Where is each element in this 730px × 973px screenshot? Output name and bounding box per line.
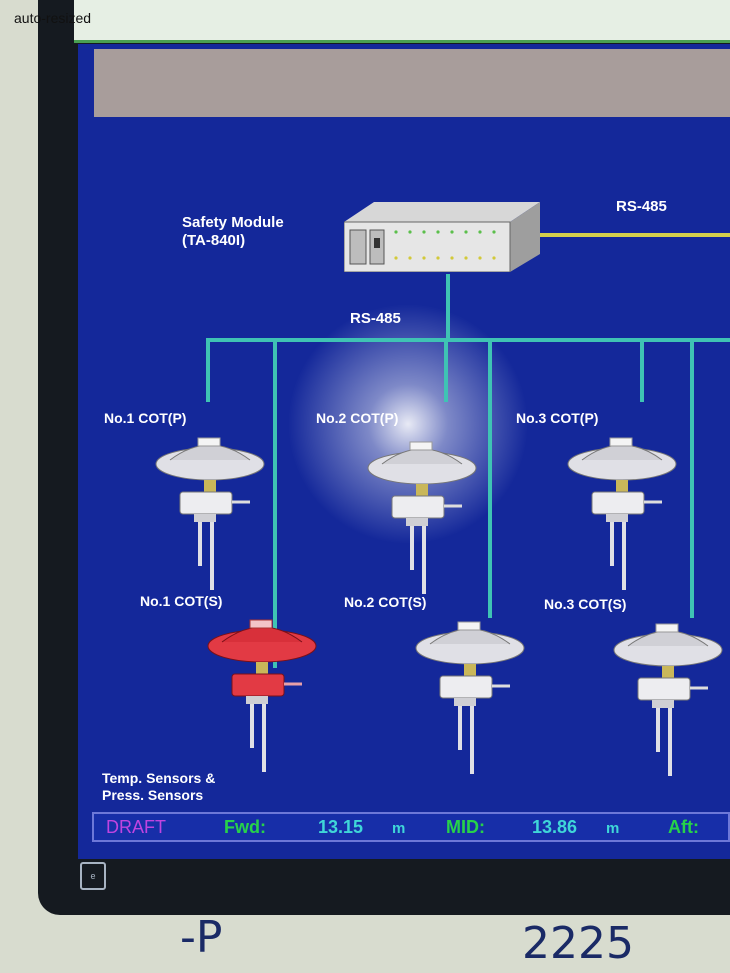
- aft-label: Aft:: [668, 817, 699, 837]
- tank-sensor-icon: [567, 437, 677, 590]
- draft-title: DRAFT: [106, 817, 166, 837]
- drop-line: [273, 338, 277, 668]
- draft-status-bar: DRAFT Fwd: 13.15 m MID: 13.86 m Aft:: [92, 812, 730, 842]
- drop-line: [206, 338, 210, 402]
- safety-module-icon: [344, 202, 540, 272]
- monitor-screen: Safety Module (TA-840I) RS-485 RS-485 No…: [78, 44, 730, 859]
- auto-resized-note: auto-resized: [14, 10, 92, 26]
- sensor-label-no1-s: No.1 COT(S): [140, 593, 223, 609]
- tank-sensor-icon: [415, 621, 525, 774]
- title-panel: [94, 49, 730, 117]
- module-drop-line: [446, 274, 450, 340]
- top-strip: [74, 0, 730, 43]
- drop-line: [690, 338, 694, 618]
- legend-line-2: Press. Sensors: [102, 787, 204, 803]
- tank-sensor-icon: [367, 441, 477, 594]
- drop-line: [488, 338, 492, 618]
- drop-line: [444, 338, 448, 402]
- sensor-label-no3-p: No.3 COT(P): [516, 410, 599, 426]
- sensor-label-no3-s: No.3 COT(S): [544, 596, 627, 612]
- tank-sensor-icon: [155, 437, 265, 590]
- tank-sensor-alarm-icon: [207, 619, 317, 772]
- energy-star-logo-icon: e: [80, 862, 106, 890]
- legend-line-1: Temp. Sensors &: [102, 770, 216, 786]
- drop-line: [640, 338, 644, 402]
- handwritten-left: -P: [180, 912, 223, 963]
- fwd-value: 13.15: [318, 817, 364, 837]
- mid-value: 13.86: [532, 817, 578, 837]
- handwritten-right: 2225: [522, 918, 634, 969]
- safety-module-label: Safety Module: [182, 214, 284, 231]
- fwd-unit: m: [392, 820, 406, 837]
- tank-sensor-icon: [613, 623, 723, 776]
- rs485-top-label: RS-485: [616, 198, 667, 215]
- fwd-label: Fwd:: [224, 817, 266, 837]
- rs485-link-line: [538, 233, 730, 237]
- mid-unit: m: [606, 820, 620, 837]
- safety-module-model: (TA-840I): [182, 232, 246, 249]
- sensor-label-no2-s: No.2 COT(S): [344, 594, 427, 610]
- sensor-label-no1-p: No.1 COT(P): [104, 410, 187, 426]
- sensor-label-no2-p: No.2 COT(P): [316, 410, 399, 426]
- mid-label: MID:: [446, 817, 485, 837]
- rs485-bus-label: RS-485: [350, 310, 401, 327]
- rs485-bus-line: [206, 338, 730, 342]
